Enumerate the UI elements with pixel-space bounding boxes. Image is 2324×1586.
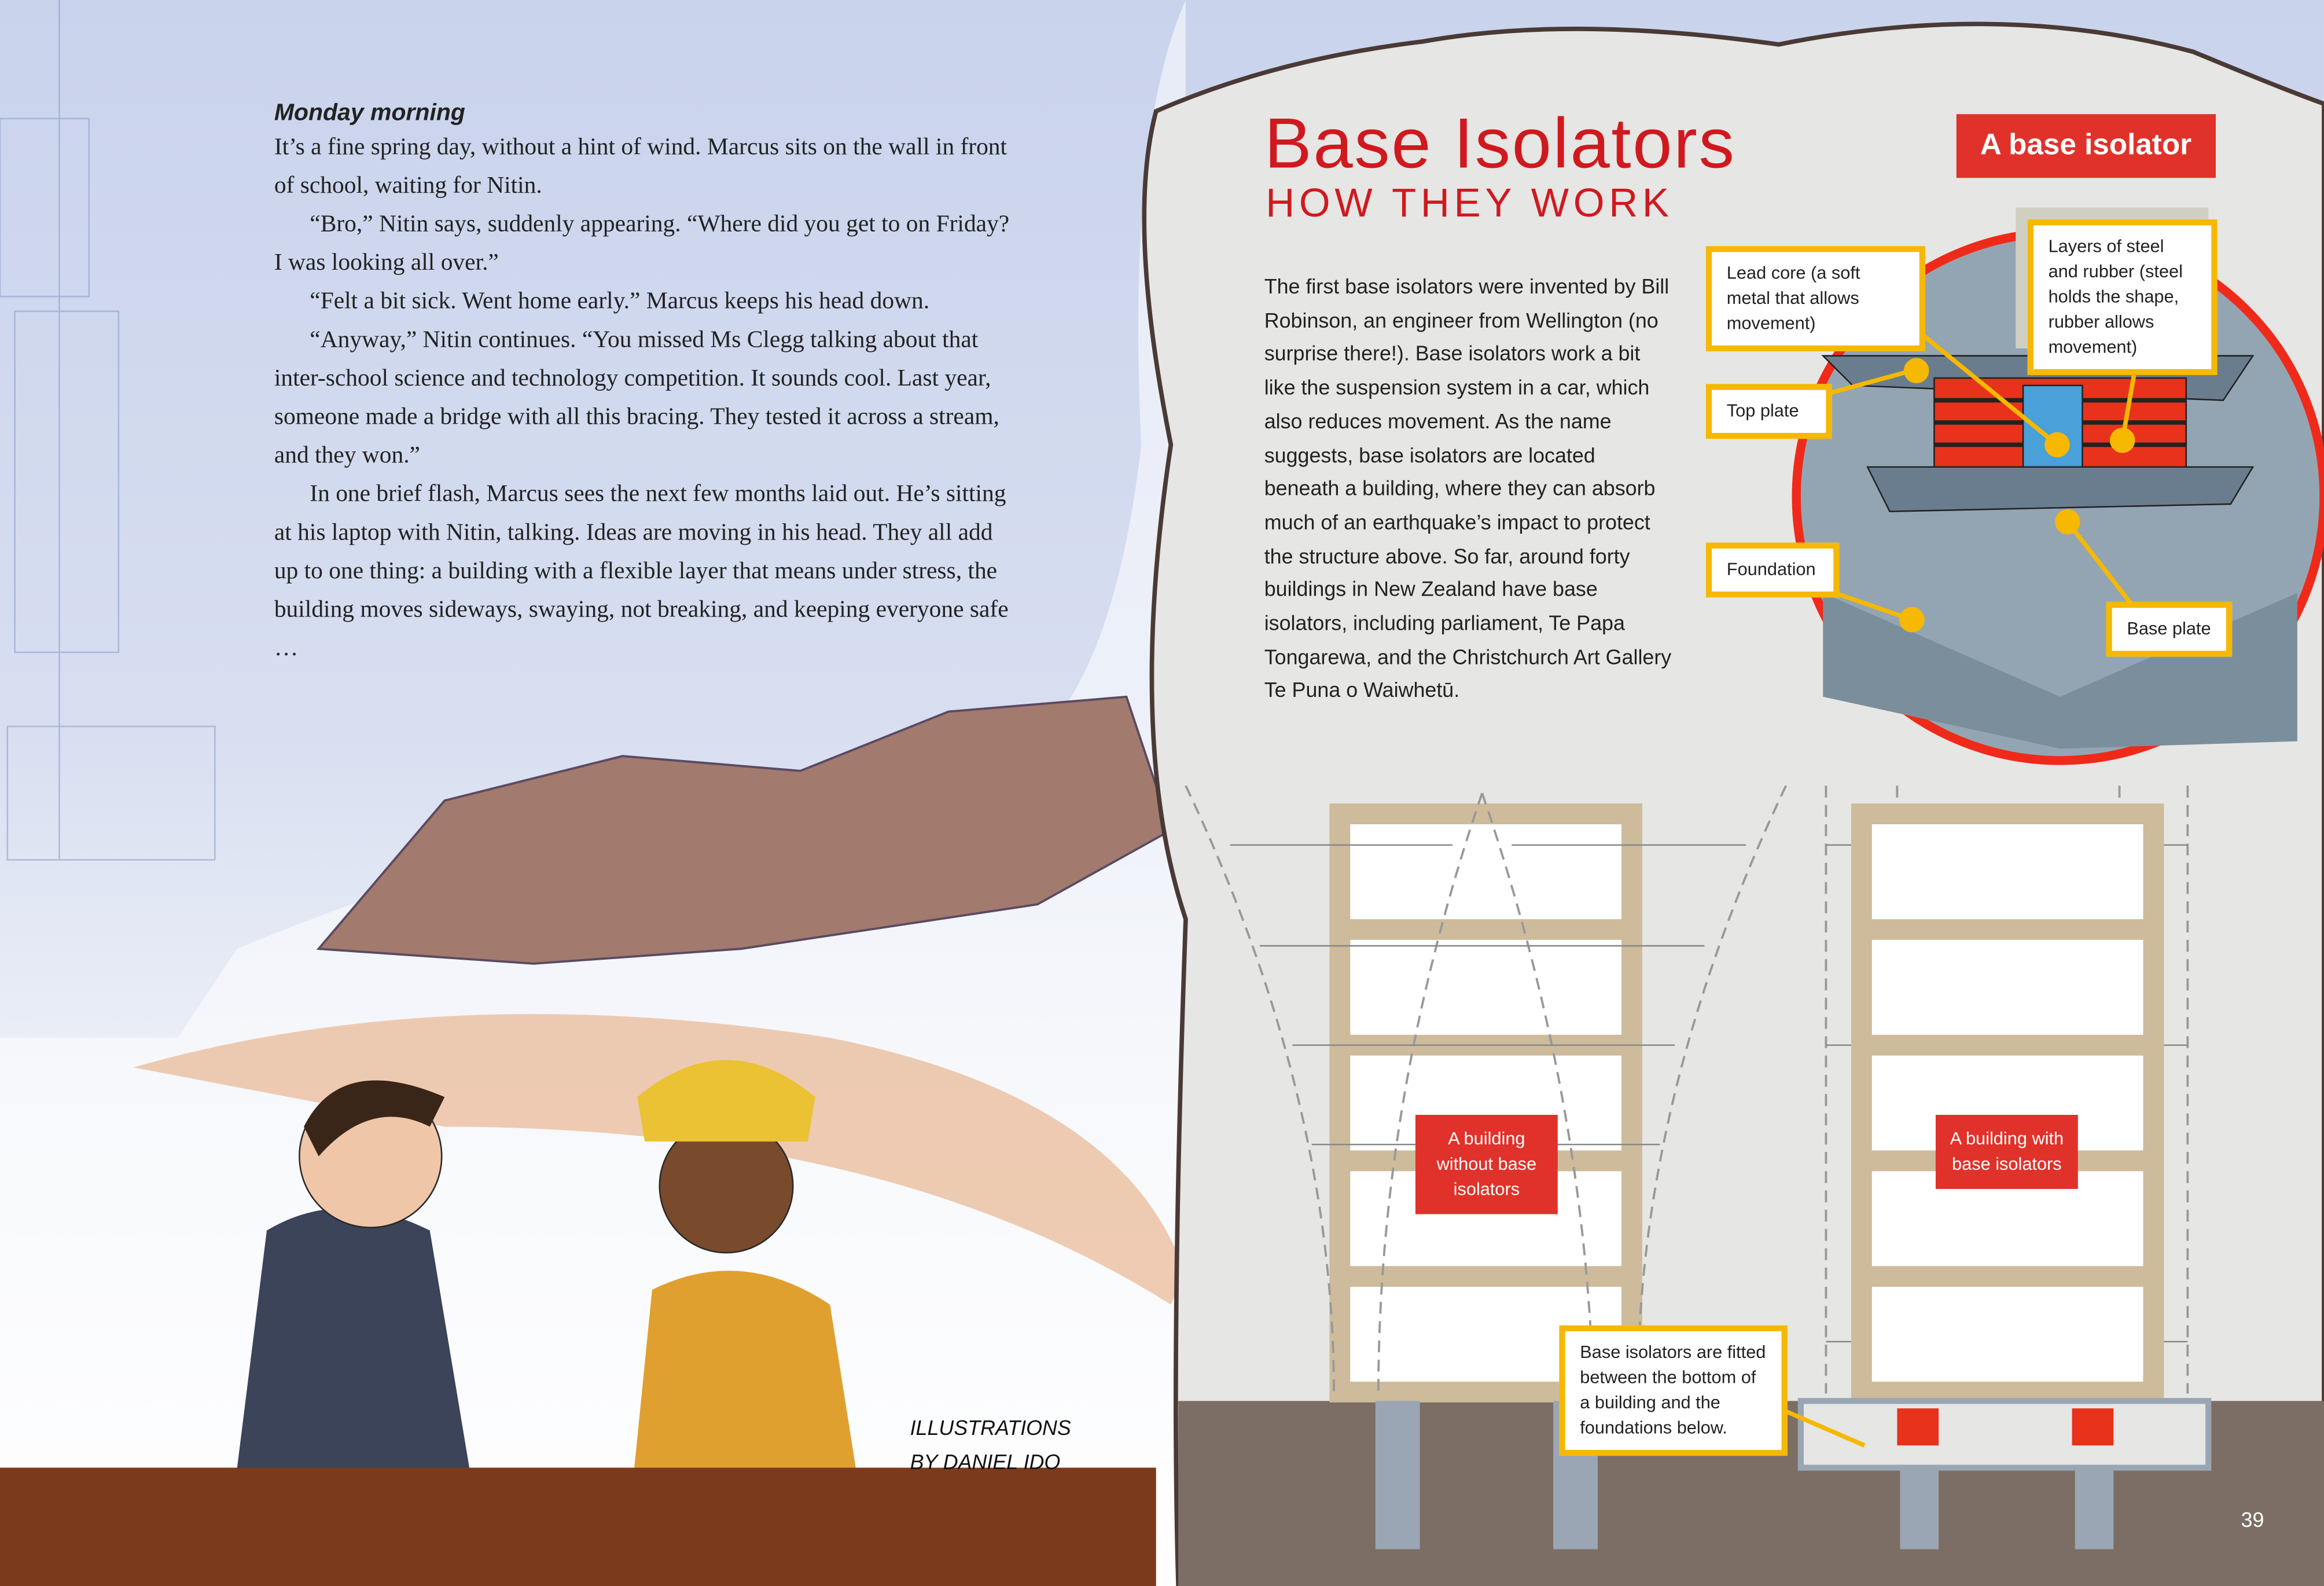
feature-subtitle: HOW THEY WORK xyxy=(1266,181,1674,226)
feature-body: The first base isolators were invented b… xyxy=(1264,274,1672,702)
story-paragraph: In one brief flash, Marcus sees the next… xyxy=(274,480,1009,662)
callout-lead-core: Lead core (a soft metal that allows move… xyxy=(1705,246,1925,352)
credit-line: BY DANIEL IDO xyxy=(910,1449,1061,1474)
foundation-pit xyxy=(1797,1398,2212,1471)
arrows xyxy=(1230,844,2188,1343)
callout-top-plate: Top plate xyxy=(1705,384,1832,439)
label-with-isolators: A building with base isolators xyxy=(1935,1115,2078,1190)
story-text: Monday morning It’s a fine spring day, w… xyxy=(274,101,1016,667)
story-paragraph: “Bro,” Nitin says, suddenly appearing. “… xyxy=(274,210,1010,276)
credit-line: ILLUSTRATIONS xyxy=(910,1415,1071,1440)
page-number: 39 xyxy=(2241,1507,2264,1532)
building-with-isolators xyxy=(1851,803,2164,1403)
label-without-isolators: A building without base isolators xyxy=(1415,1115,1558,1214)
characters xyxy=(0,1060,1156,1586)
isolator-left xyxy=(1897,1408,1939,1446)
callout-layers: Layers of steel and rubber (steel holds … xyxy=(2027,219,2218,375)
sketch-buildings xyxy=(0,0,216,861)
building-without-isolators xyxy=(1329,803,1642,1403)
callout-fitted-note: Base isolators are fitted between the bo… xyxy=(1559,1325,1788,1456)
lead-core-shape xyxy=(2022,384,2083,475)
feature-title: Base Isolators xyxy=(1264,105,1736,184)
base-plate-shape xyxy=(1866,466,2255,512)
city-sketch xyxy=(316,695,1172,965)
thought-bubble xyxy=(0,0,1186,1586)
diagram-tag: A base isolator xyxy=(1956,114,2216,178)
callout-base-plate: Base plate xyxy=(2106,601,2233,657)
foundation-shape xyxy=(1823,593,2297,749)
isolator-right xyxy=(2072,1408,2114,1446)
illustration-credit: ILLUSTRATIONS BY DANIEL IDO xyxy=(910,1411,1071,1479)
story-paragraph: “Anyway,” Nitin continues. “You missed M… xyxy=(274,326,999,469)
story-paragraph: “Felt a bit sick. Went home early.” Marc… xyxy=(310,287,930,314)
callout-foundation: Foundation xyxy=(1705,542,1840,598)
story-heading: Monday morning xyxy=(274,101,465,126)
story-paragraph: It’s a fine spring day, without a hint o… xyxy=(274,133,1007,199)
